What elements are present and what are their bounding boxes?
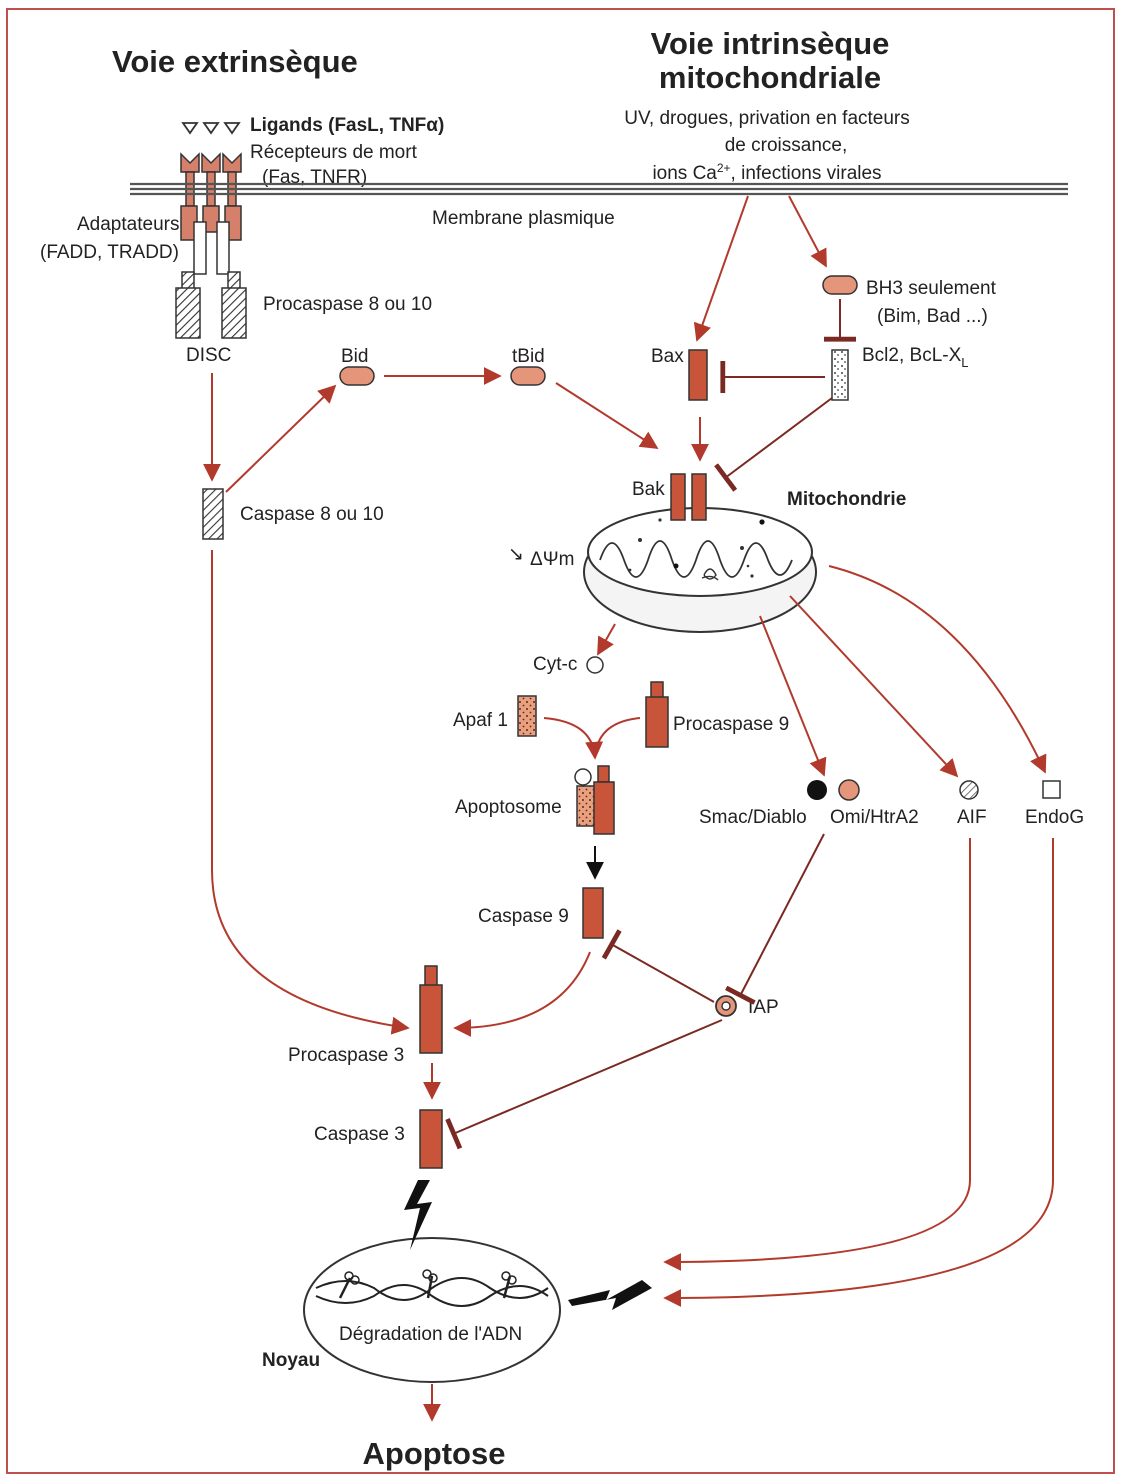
lightning-icon-caspase3 bbox=[404, 1180, 432, 1250]
stimuli-line3: ions Ca2+, infections virales bbox=[652, 161, 881, 184]
bh3-label-line1: BH3 seulement bbox=[866, 278, 997, 299]
endog-shape bbox=[1042, 780, 1061, 799]
title-intrinsic-line2: mitochondriale bbox=[659, 60, 881, 95]
procaspase9-label: Procaspase 9 bbox=[673, 714, 789, 735]
apoptose-label: Apoptose bbox=[363, 1436, 506, 1471]
bid-label: Bid bbox=[341, 346, 368, 367]
bak-shape-right bbox=[691, 473, 707, 521]
inhibition-lines bbox=[445, 299, 856, 1150]
delta-psi-label: ΔΨm bbox=[530, 549, 574, 570]
apoptosome-cytc-shape bbox=[574, 768, 592, 786]
receptors-label-line2: (Fas, TNFR) bbox=[262, 167, 367, 188]
caspase9-label: Caspase 9 bbox=[478, 906, 569, 927]
tbid-label: tBid bbox=[512, 346, 545, 367]
aif-shape bbox=[959, 780, 979, 800]
procaspase8-label: Procaspase 8 ou 10 bbox=[263, 294, 432, 315]
procaspase9-shape bbox=[645, 696, 669, 748]
title-intrinsic-line1: Voie intrinsèque bbox=[651, 26, 890, 61]
bax-label: Bax bbox=[651, 346, 684, 367]
omi-label: Omi/HtrA2 bbox=[830, 807, 919, 828]
caspase8-shape bbox=[202, 488, 224, 540]
procaspase3-label: Procaspase 3 bbox=[288, 1045, 404, 1066]
stimuli-line1: UV, drogues, privation en facteurs bbox=[624, 108, 910, 129]
bak-label: Bak bbox=[632, 479, 665, 500]
endog-label: EndoG bbox=[1025, 807, 1084, 828]
aif-label: AIF bbox=[957, 807, 987, 828]
cytc-shape bbox=[586, 656, 604, 674]
dna-strands bbox=[315, 1275, 549, 1307]
apoptosome-apaf-shape bbox=[576, 785, 596, 827]
procaspase3-shape bbox=[419, 984, 443, 1054]
adaptors-label-line1: Adaptateurs bbox=[77, 214, 179, 235]
adaptors-label-line2: (FADD, TRADD) bbox=[40, 242, 179, 263]
lightning-icon-factors bbox=[568, 1280, 652, 1310]
procaspase8-shapes bbox=[175, 271, 247, 339]
apoptosome-casp-shape bbox=[593, 781, 615, 835]
receptors-label-line1: Récepteurs de mort bbox=[250, 142, 418, 163]
membrane-label: Membrane plasmique bbox=[432, 208, 615, 229]
omi-shape bbox=[838, 779, 860, 801]
adaptors-shapes bbox=[180, 205, 242, 275]
bak-shape-left bbox=[670, 473, 686, 521]
cytc-label: Cyt-c bbox=[533, 654, 577, 675]
procaspase9-shape-top bbox=[650, 681, 664, 699]
caspase3-shape bbox=[419, 1109, 443, 1169]
ligands-label: Ligands (FasL, TNFα) bbox=[250, 115, 444, 136]
tbid-shape bbox=[510, 366, 546, 386]
iap-label: IAP bbox=[748, 997, 779, 1018]
smac-label: Smac/Diablo bbox=[699, 807, 807, 828]
activation-arrows bbox=[203, 195, 1054, 1422]
nucleus-shape bbox=[303, 1237, 561, 1383]
mitochondrion bbox=[583, 507, 817, 633]
stimuli-line2: de croissance, bbox=[725, 135, 848, 156]
caspase3-label: Caspase 3 bbox=[314, 1124, 405, 1145]
bh3-label-line2: (Bim, Bad ...) bbox=[877, 306, 988, 327]
apoptosome-label: Apoptosome bbox=[455, 797, 562, 818]
procaspase3-shape-top bbox=[424, 965, 438, 987]
ligand-triangles bbox=[181, 122, 241, 135]
apaf-label: Apaf 1 bbox=[453, 710, 508, 731]
nucleus-label: Noyau bbox=[262, 1350, 320, 1371]
plasma-membrane bbox=[130, 182, 1068, 196]
bcl2-shape bbox=[831, 349, 849, 401]
figure-frame bbox=[6, 8, 1115, 1474]
delta-psi-arrow-icon: ↘ bbox=[508, 544, 524, 565]
apoptosome-casp-top bbox=[597, 765, 610, 783]
disc-label: DISC bbox=[186, 345, 231, 366]
smac-shape bbox=[807, 780, 827, 800]
caspase8-label: Caspase 8 ou 10 bbox=[240, 504, 384, 525]
bax-shape bbox=[688, 349, 708, 401]
title-extrinsic: Voie extrinsèque bbox=[112, 44, 358, 79]
dna-scissors-icons bbox=[344, 1269, 517, 1285]
mitochondrion-label: Mitochondrie bbox=[787, 489, 906, 510]
dna-degradation-label: Dégradation de l'ADN bbox=[339, 1324, 522, 1345]
death-receptors bbox=[180, 152, 242, 207]
caspase9-shape bbox=[582, 887, 604, 939]
bcl2-label: Bcl2, BcL-XL bbox=[862, 345, 969, 370]
bh3-shape bbox=[822, 275, 858, 295]
bid-shape bbox=[339, 366, 375, 386]
apaf-shape bbox=[517, 695, 537, 737]
